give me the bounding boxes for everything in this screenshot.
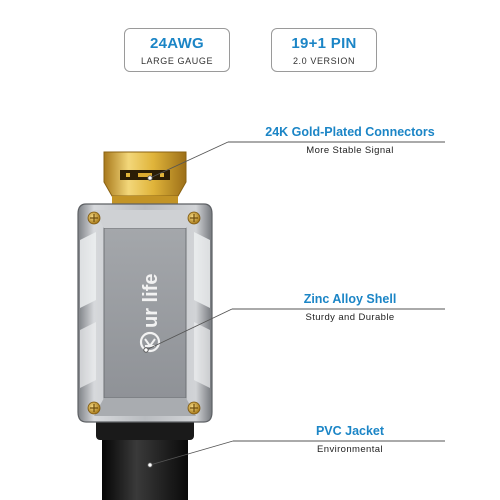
callout-leader-lines	[143, 141, 445, 468]
spec-box-pin: 19+1 PIN 2.0 VERSION	[271, 28, 377, 72]
zinc-alloy-shell	[77, 203, 213, 423]
callout-shell-title: Zinc Alloy Shell	[303, 292, 397, 306]
pvc-jacket-cable	[96, 418, 194, 500]
callout-connectors-desc: More Stable Signal	[306, 145, 394, 156]
screw-icons	[87, 211, 201, 415]
callout-jacket-desc: Environmental	[317, 444, 383, 455]
callout-connectors: 24K Gold-Plated Connectors More Stable S…	[255, 125, 445, 156]
callout-connectors-title: 24K Gold-Plated Connectors	[265, 125, 435, 139]
callout-jacket: PVC Jacket Environmental	[255, 424, 445, 455]
spec-pin-label: 2.0 VERSION	[292, 56, 356, 66]
gold-plated-plug	[103, 151, 187, 206]
callout-shell-desc: Sturdy and Durable	[305, 312, 395, 323]
brand-logo-icon: ur life	[139, 274, 162, 353]
spec-pin-value: 19+1 PIN	[291, 35, 357, 52]
callout-shell: Zinc Alloy Shell Sturdy and Durable	[255, 292, 445, 323]
spec-box-gauge: 24AWG LARGE GAUGE	[124, 28, 230, 72]
callout-jacket-title: PVC Jacket	[315, 424, 385, 438]
spec-gauge-value: 24AWG	[149, 35, 204, 52]
brand-logo-text: ur life	[140, 274, 162, 328]
spec-gauge-label: LARGE GAUGE	[140, 56, 214, 66]
